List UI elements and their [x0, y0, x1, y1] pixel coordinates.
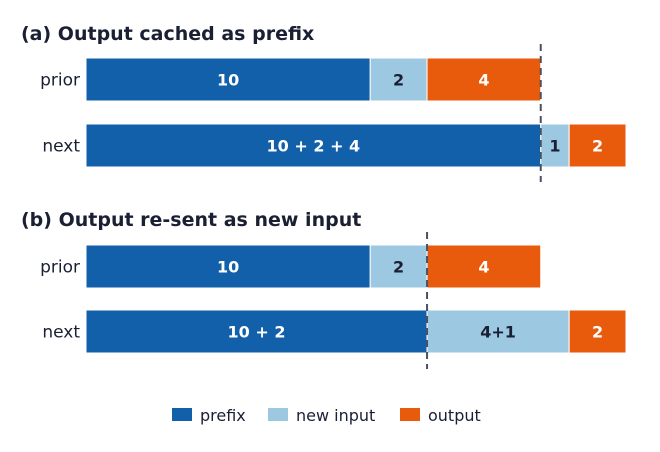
bar-segment-prefix [85, 123, 542, 168]
row-label: next [42, 137, 80, 157]
bar-row-prior: prior 10 2 4 [40, 57, 542, 102]
bar-value-label: 4 [478, 71, 489, 90]
bar-value-label: 4 [478, 258, 489, 277]
row-label: prior [40, 258, 80, 278]
bar-segment-new-input [369, 244, 428, 289]
bar-value-label: 10 + 2 + 4 [267, 137, 361, 156]
bar-value-label: 10 [217, 258, 239, 277]
legend: prefix new input output [172, 406, 481, 425]
row-label: prior [40, 71, 80, 91]
bar-segment-output [426, 244, 542, 289]
bar-segment-output [568, 123, 627, 168]
panel-b: (b) Output re-sent as new input prior 10 2 4… [21, 209, 627, 369]
bar-segment-output [426, 57, 542, 102]
bar-value-label: 4+1 [480, 323, 516, 342]
row-label: next [42, 323, 80, 343]
bar-segment-new-input [540, 123, 570, 168]
legend-label: prefix [200, 406, 246, 425]
panel-title: (a) Output cached as prefix [21, 23, 314, 45]
legend-item-prefix: prefix [172, 406, 246, 425]
chart-panels: (a) Output cached as prefix prior 10 2 4 next… [21, 23, 627, 369]
bar-segment-output [568, 309, 627, 354]
legend-label: output [428, 406, 481, 425]
bar-value-label: 2 [393, 258, 404, 277]
panel-a: (a) Output cached as prefix prior 10 2 4 next… [21, 23, 627, 182]
bar-value-label: 1 [549, 137, 560, 156]
legend-item-output: output [400, 406, 481, 425]
bar-segment-prefix [85, 57, 371, 102]
legend-swatch [400, 408, 420, 421]
legend-label: new input [296, 406, 375, 425]
bar-value-label: 10 [217, 71, 239, 90]
bar-row-next: next 10 + 2 4+1 2 [42, 309, 627, 354]
bar-value-label: 10 + 2 [228, 323, 286, 342]
bar-segment-prefix [85, 309, 428, 354]
bar-value-label: 2 [393, 71, 404, 90]
legend-swatch [268, 408, 288, 421]
bar-segment-new-input [369, 57, 428, 102]
bar-value-label: 2 [592, 323, 603, 342]
bar-segment-prefix [85, 244, 371, 289]
bar-row-next: next 10 + 2 + 4 1 2 [42, 123, 627, 168]
legend-swatch [172, 408, 192, 421]
bar-row-prior: prior 10 2 4 [40, 244, 542, 289]
legend-item-new-input: new input [268, 406, 375, 425]
bar-value-label: 2 [592, 137, 603, 156]
panel-title: (b) Output re-sent as new input [21, 209, 361, 231]
